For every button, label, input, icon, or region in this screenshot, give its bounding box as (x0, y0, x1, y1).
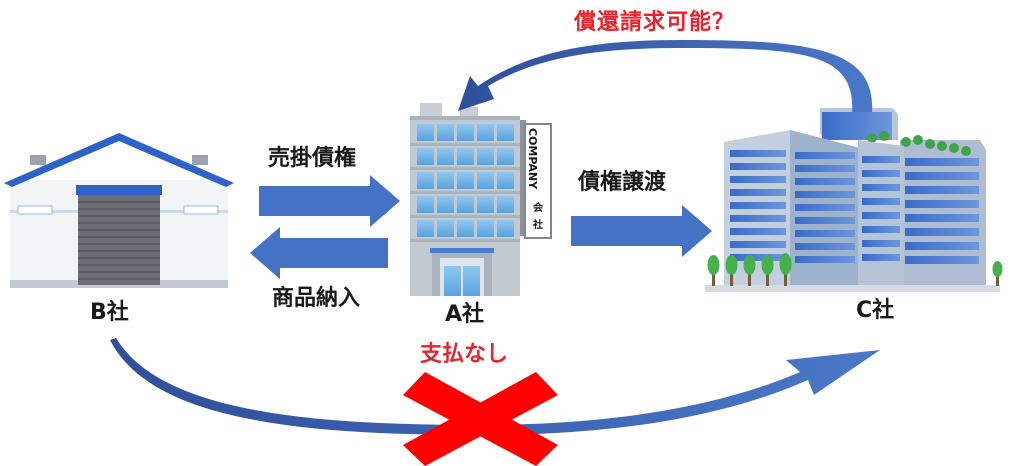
recourse-arc-arrow (458, 40, 873, 112)
payment-arc-arrow (110, 338, 880, 435)
prohibited-x-icon (403, 372, 558, 466)
goods-delivery-arrow (250, 227, 388, 279)
no-payment-label: 支払なし (420, 342, 509, 367)
recourse-question-label: 償還請求可能？ (574, 10, 736, 35)
tree-icon (707, 253, 1003, 286)
company-a-label: A社 (445, 302, 485, 327)
goods-delivery-label: 商品納入 (272, 286, 361, 311)
receivable-label: 売掛債権 (268, 146, 357, 171)
corporate-complex-icon (705, 108, 1003, 292)
warehouse-icon (4, 133, 234, 288)
office-building-icon (410, 103, 552, 296)
assignment-label: 債権譲渡 (578, 170, 667, 195)
company-b-label: B社 (90, 300, 129, 325)
company-sign (524, 123, 552, 239)
receivable-arrow (259, 175, 400, 227)
sign-kai-text: 会 (533, 203, 543, 214)
company-c-label: C社 (856, 298, 895, 323)
sign-sha-text: 社 (533, 220, 543, 231)
sign-company-text: COMPANY (526, 128, 539, 190)
assignment-arrow (571, 205, 712, 257)
